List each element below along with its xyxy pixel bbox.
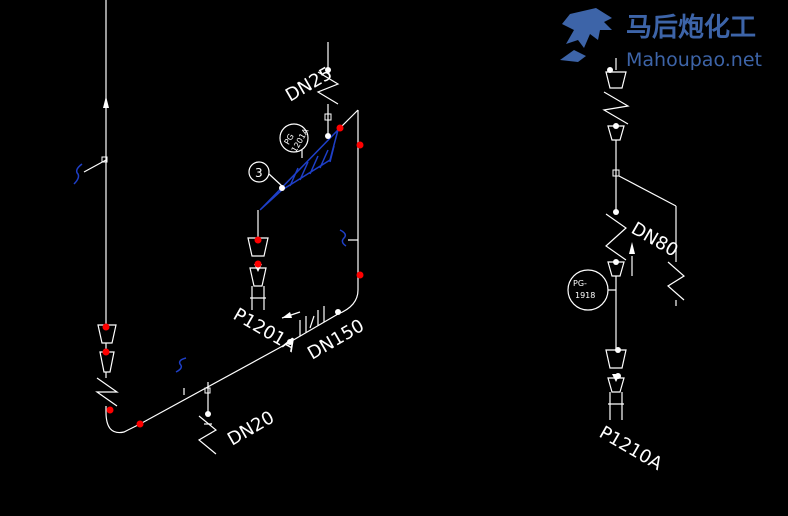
- flow-arrow-icon: [103, 96, 109, 108]
- pressure-gauge-bubble: [279, 123, 309, 153]
- label-dn20: DN20: [224, 407, 278, 450]
- watermark-cn: 马后炮化工: [626, 12, 756, 43]
- callout-number: 3: [255, 166, 263, 180]
- label-dn150: DN150: [304, 315, 368, 364]
- reducer-symbol: [97, 324, 117, 344]
- blue-reducer-hatch: [259, 127, 340, 211]
- blue-hook-symbol: [73, 163, 83, 185]
- label-p1201a: P1201A: [230, 304, 301, 357]
- horse-logo-icon: [560, 8, 612, 62]
- red-connection-points: [102, 124, 364, 428]
- watermark-en: Mahoupao.net: [626, 49, 762, 71]
- right-piping-system: PG- 1918 DN80 P1210A: [567, 58, 686, 475]
- watermark: 马后炮化工 Mahoupao.net: [560, 8, 762, 71]
- label-dn80: DN80: [628, 218, 682, 261]
- flow-arrow-icon: [629, 242, 635, 254]
- label-p1210a: P1210A: [596, 422, 667, 475]
- pg-right-label-1: PG-: [573, 279, 587, 288]
- label-dn25: DN25: [282, 63, 336, 106]
- left-piping-system: PG 1201A 3: [73, 0, 368, 455]
- pg-right-label-2: 1918: [575, 291, 595, 300]
- pressure-gauge-right: [567, 269, 609, 311]
- callout-bubble-3: [248, 161, 270, 183]
